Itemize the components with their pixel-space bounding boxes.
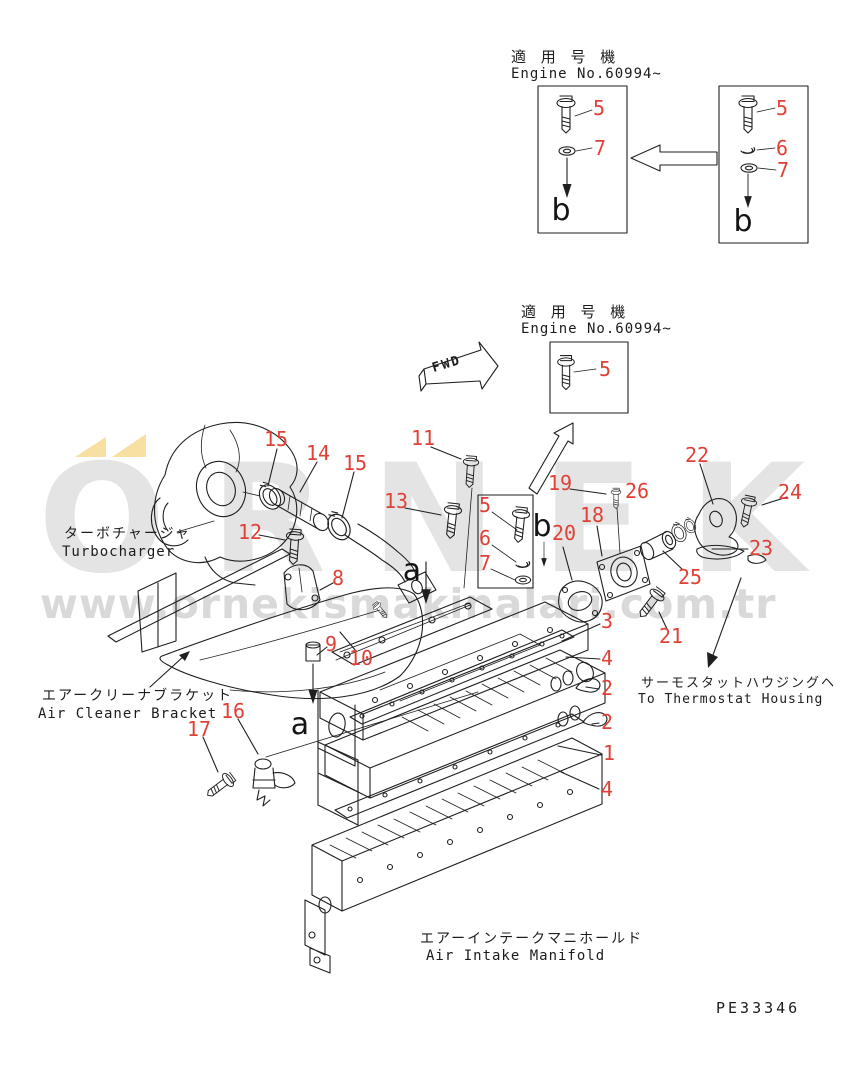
callout-20: 20 xyxy=(551,521,577,545)
callout-4: 4 xyxy=(600,646,614,670)
callout-7: 7 xyxy=(478,551,492,575)
callout-23: 23 xyxy=(748,536,774,560)
callout-5: 5 xyxy=(598,357,612,381)
air-intake-manifold-label-en: Air Intake Manifold xyxy=(426,948,606,964)
up-right-arrow-icon xyxy=(528,422,574,495)
callout-21: 21 xyxy=(658,624,684,648)
watermark-brand: ORNEK xyxy=(38,433,851,607)
air-cleaner-bracket-label-jp: エアークリーナブラケット xyxy=(42,688,234,704)
view-marker-a: a xyxy=(402,553,422,588)
thermostat-parts-drawing xyxy=(558,487,767,668)
view-marker-b: b xyxy=(532,509,552,544)
gasket-plate-drawing xyxy=(331,561,493,666)
callout-24: 24 xyxy=(777,480,803,504)
breather-valve-drawing xyxy=(202,663,479,807)
callout-5: 5 xyxy=(478,493,492,517)
callout-6: 6 xyxy=(478,526,492,550)
callout-7: 7 xyxy=(776,158,790,182)
callout-13: 13 xyxy=(383,489,409,513)
drawing-code: PE33346 xyxy=(716,999,801,1017)
callout-11: 11 xyxy=(410,426,436,450)
callout-17: 17 xyxy=(186,717,212,741)
view-marker-a: a xyxy=(290,707,310,742)
air-intake-manifold-drawing xyxy=(304,737,603,974)
view-marker-b: b xyxy=(733,204,753,239)
air-cleaner-bracket-drawing xyxy=(107,548,424,700)
callout-3: 3 xyxy=(600,609,614,633)
thermostat-housing-label-en: To Thermostat Housing xyxy=(638,692,824,707)
callout-7: 7 xyxy=(593,136,607,160)
detail-box-top-right xyxy=(718,85,809,244)
callout-9: 9 xyxy=(324,632,338,656)
callout-10: 10 xyxy=(348,646,374,670)
watermark-url: www.ornekismakinalari.com.tr xyxy=(40,580,777,628)
detail-view-arrow-icon xyxy=(630,144,718,172)
detail-box-main-b xyxy=(477,494,548,589)
callout-25: 25 xyxy=(677,565,703,589)
callout-5: 5 xyxy=(592,96,606,120)
detail-box-middle xyxy=(549,341,629,414)
callout-1: 1 xyxy=(602,741,616,765)
callout-4: 4 xyxy=(600,777,614,801)
turbocharger-label-en: Turbocharger xyxy=(62,544,176,560)
top-applicability-engine-no: Engine No.60994~ xyxy=(511,66,662,82)
callout-15: 15 xyxy=(263,427,289,451)
watermark-triangle-icon xyxy=(75,437,106,457)
air-intake-manifold-label-jp: エアーインテークマニホールド xyxy=(420,931,644,947)
mid-applicability-title-jp: 適 用 号 機 xyxy=(521,303,631,321)
view-marker-b: b xyxy=(551,193,571,228)
leader-lines xyxy=(202,446,788,790)
callout-6: 6 xyxy=(775,136,789,160)
lower-gasket-drawing xyxy=(334,713,585,819)
callout-26: 26 xyxy=(624,479,650,503)
fwd-arrow-icon xyxy=(418,341,499,392)
callout-8: 8 xyxy=(331,566,345,590)
hose-and-clamps-drawing xyxy=(252,477,437,604)
watermark-triangle-icon xyxy=(112,434,146,457)
air-cleaner-bracket-label-en: Air Cleaner Bracket xyxy=(38,706,218,722)
turbocharger-label-jp: ターボチャージャ xyxy=(64,526,191,542)
top-applicability-title-jp: 適 用 号 機 xyxy=(511,48,621,66)
callout-22: 22 xyxy=(684,443,710,467)
upper-gasket-drawing xyxy=(349,629,575,725)
callout-5: 5 xyxy=(775,96,789,120)
mounting-bolts-drawing xyxy=(283,455,480,593)
intake-connector-cover-drawing xyxy=(317,601,589,767)
callout-18: 18 xyxy=(579,503,605,527)
callout-12: 12 xyxy=(237,520,263,544)
callout-15: 15 xyxy=(342,451,368,475)
connector-orings-drawing xyxy=(550,670,608,727)
thermostat-housing-label-jp: サーモスタットハウジングヘ xyxy=(641,676,837,691)
callout-19: 19 xyxy=(547,471,573,495)
mid-applicability-engine-no: Engine No.60994~ xyxy=(521,321,672,337)
callout-16: 16 xyxy=(220,699,246,723)
upper-manifold-drawing xyxy=(317,649,606,826)
turbocharger-drawing xyxy=(150,421,298,586)
callout-2: 2 xyxy=(600,676,614,700)
detail-box-top-left xyxy=(537,85,628,234)
callout-2: 2 xyxy=(600,710,614,734)
callout-14: 14 xyxy=(305,441,331,465)
